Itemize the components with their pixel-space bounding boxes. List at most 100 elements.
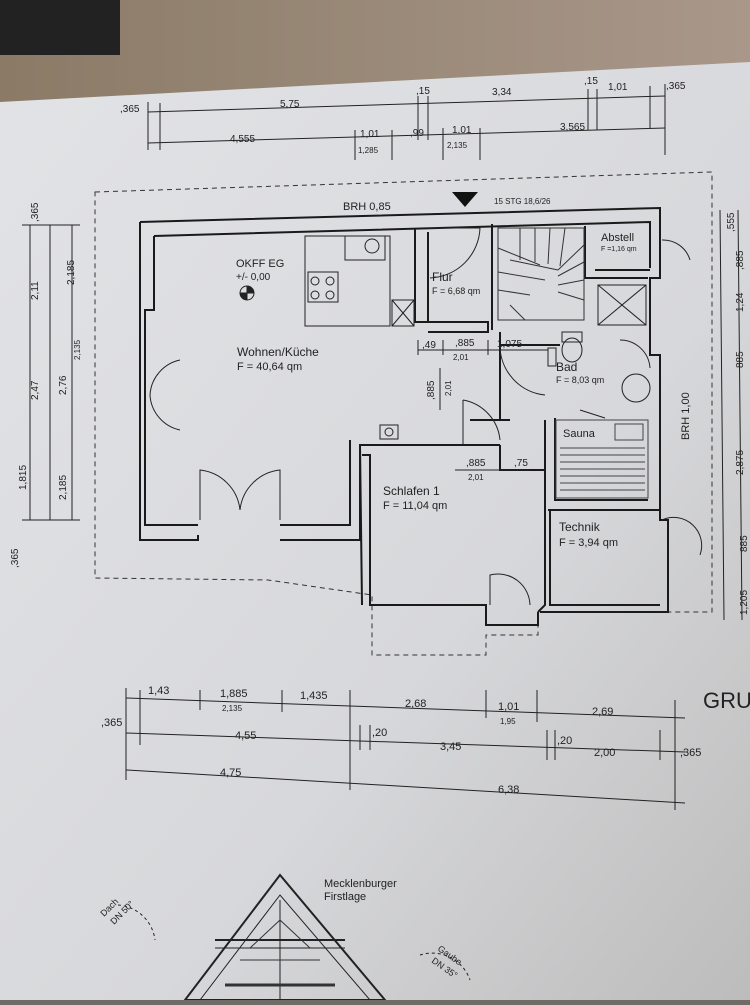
stairs-label: 15 STG 18,6/26 [494, 197, 551, 206]
inner-dimension-text: ,49 ,885 2,01 1,075 ,885 2,01 ,885 ,75 2… [422, 338, 528, 482]
dim-right-555: ,555 [726, 212, 737, 232]
roof-outline-dashed [94, 171, 713, 656]
dim-top-99: ,99 [410, 128, 424, 139]
room-abstell-name: Abstell [601, 232, 634, 244]
top-dimension-lines [147, 84, 666, 160]
room-wohnen-name: Wohnen/Küche [237, 345, 319, 359]
room-bad-name: Bad [556, 360, 577, 374]
dim-left-2185a: 2,185 [66, 260, 77, 285]
door-swings [149, 227, 703, 606]
dim-left-365a: ,365 [30, 202, 41, 222]
dim-top-101c: 1,01 [452, 125, 472, 136]
dim-bot-101: 1,01 [498, 701, 519, 713]
dim-left-276: 2,76 [58, 375, 69, 395]
dim-bot-475: 4,75 [220, 767, 241, 779]
dim-left-1815: 1,815 [18, 465, 29, 490]
dim-bot-2135: 2,135 [222, 704, 243, 713]
dim-left-2185b: 2,185 [58, 475, 69, 500]
dim-top-365b: ,365 [666, 81, 686, 92]
inner-dimension-lines [417, 340, 548, 471]
room-technik-name: Technik [559, 520, 601, 534]
dim-bot-268: 2,68 [405, 698, 426, 710]
dim-top-2135: 2,135 [447, 141, 468, 150]
chimney [379, 424, 399, 440]
sauna-bench [555, 419, 649, 499]
right-dimension-lines [719, 209, 743, 621]
bottom-dimension-text: 1,43 1,885 2,135 1,435 2,68 1,01 1,95 2,… [101, 685, 701, 796]
dim-in-885b: ,885 [466, 458, 486, 469]
dim-top-4555: 4,555 [230, 134, 255, 145]
dim-bot-1435: 1,435 [300, 690, 328, 702]
dim-bot-269: 2,69 [592, 706, 613, 718]
room-bad-area: F = 8,03 qm [556, 375, 604, 385]
brh-top-label: BRH 0,85 [343, 201, 391, 213]
walls [139, 206, 669, 626]
room-wohnen-area: F = 40,64 qm [237, 361, 302, 373]
room-flur-name: Flur [432, 270, 453, 284]
room-abstell-area: F =1,16 qm [601, 246, 637, 253]
dim-top-3565: 3,565 [560, 122, 585, 133]
dim-bot-200: 2,00 [594, 747, 615, 759]
dim-bot-20b: ,20 [557, 735, 572, 747]
room-schlafen-area: F = 11,04 qm [383, 500, 447, 512]
dim-bot-365b: ,365 [680, 747, 701, 759]
brh-right-label: BRH 1,00 [680, 392, 692, 440]
okff-label: OKFF EG [236, 258, 284, 270]
roof-title-line1: Mecklenburger [324, 878, 397, 890]
dim-bot-1885: 1,885 [220, 688, 248, 700]
roof-title-line2: Firstlage [324, 891, 366, 903]
dim-top-1285: 1,285 [358, 146, 379, 155]
dim-left-365b: ,365 [10, 548, 21, 568]
dim-in-201v: 2,01 [444, 380, 453, 396]
bath-fixtures [547, 284, 651, 403]
dim-bot-365a: ,365 [101, 717, 122, 729]
room-technik-area: F = 3,94 qm [559, 537, 618, 549]
dim-right-124: 1,24 [735, 292, 746, 312]
dim-right-2875: 2,875 [735, 450, 746, 475]
side-title: GRU [703, 688, 750, 713]
dim-top-15b: ,15 [584, 76, 598, 87]
dim-bot-20a: ,20 [372, 727, 387, 739]
dim-top-365: ,365 [120, 104, 140, 115]
level-marker [239, 285, 255, 301]
room-sauna-name: Sauna [563, 428, 596, 440]
bottom-dimension-lines [125, 688, 686, 810]
dim-in-1075: 1,075 [497, 339, 522, 350]
room-flur-area: F = 6,68 qm [432, 286, 480, 296]
dim-top-334: 3,34 [492, 87, 512, 98]
dim-bot-455: 4,55 [235, 730, 256, 742]
kitchen-counter [304, 235, 415, 327]
dim-right-885b: 885 [735, 351, 746, 368]
dim-bot-638: 6,38 [498, 784, 519, 796]
dim-top-101b: 1,01 [360, 129, 380, 140]
staircase [497, 227, 585, 321]
dim-top-575: 5,75 [280, 99, 300, 110]
entrance-arrow [452, 192, 478, 207]
dim-left-247: 2,47 [30, 380, 41, 400]
dim-top-101: 1,01 [608, 82, 628, 93]
room-labels: OKFF EG +/- 0,00 Wohnen/Küche F = 40,64 … [236, 232, 637, 549]
room-schlafen-name: Schlafen 1 [383, 484, 440, 498]
dim-in-201a: 2,01 [453, 353, 469, 362]
left-dimension-lines [22, 224, 80, 521]
chimney-flue [384, 427, 394, 437]
dim-in-885a: ,885 [455, 338, 475, 349]
dim-left-2135: 2,135 [73, 339, 82, 360]
dim-in-49: ,49 [422, 340, 436, 351]
dim-in-885v: ,885 [426, 380, 437, 400]
dark-object [0, 0, 120, 55]
dim-bot-345: 3,45 [440, 741, 461, 753]
dim-right-1205: 1,205 [739, 590, 750, 615]
dim-left-211: 2,11 [30, 281, 41, 300]
dim-right-885a: ,885 [735, 250, 746, 270]
right-dimension-text: ,555 ,885 1,24 885 2,875 885 1,205 [726, 212, 750, 615]
top-dimension-text: ,365 5,75 ,15 3,34 ,15 1,01 ,365 4,555 1… [120, 76, 686, 155]
dim-top-15a: ,15 [416, 86, 430, 97]
dim-bot-143: 1,43 [148, 685, 169, 697]
dim-bot-195: 1,95 [500, 717, 516, 726]
dim-in-75: ,75 [514, 458, 528, 469]
paper-sheet [0, 62, 750, 1000]
okff-level: +/- 0,00 [236, 272, 271, 283]
